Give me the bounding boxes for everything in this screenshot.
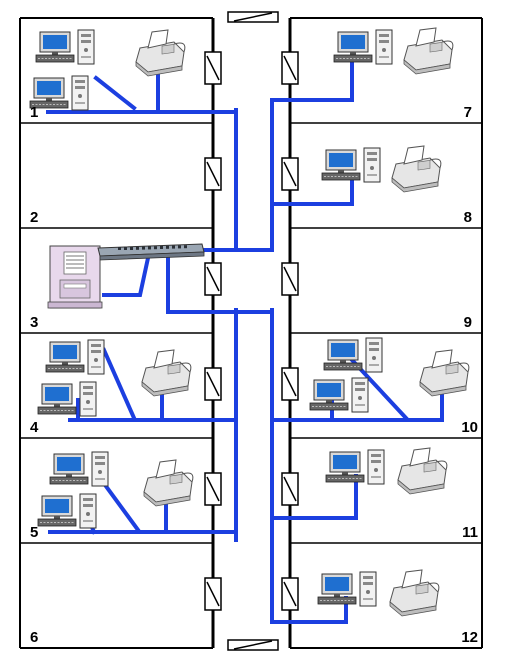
room-label-7: 7 — [464, 104, 472, 121]
doors — [204, 11, 299, 651]
desktop-computer-icon — [45, 339, 105, 375]
room-label-3: 3 — [30, 314, 38, 331]
printer-icon — [419, 349, 470, 397]
printer-icon — [143, 459, 194, 507]
room-12-cable — [270, 596, 348, 624]
door-icon — [227, 11, 279, 23]
desktop-computer-icon — [323, 337, 383, 373]
room-label-6: 6 — [30, 629, 38, 646]
desktop-computer-icon — [49, 451, 109, 487]
desktop-computer-icon — [29, 75, 89, 111]
room-label-2: 2 — [30, 209, 38, 226]
room-label-10: 10 — [461, 419, 478, 436]
room-label-12: 12 — [461, 629, 478, 646]
room-8-cable — [270, 174, 354, 206]
devices — [29, 27, 470, 617]
door-icon — [281, 157, 299, 191]
network-switch-icon — [97, 243, 205, 261]
room-4-drop-a — [101, 347, 137, 421]
room-5-drop-a — [97, 475, 141, 533]
room-11-cable — [270, 474, 358, 520]
desktop-computer-icon — [317, 571, 377, 607]
floor-divider-lines — [20, 122, 482, 544]
printer-icon — [391, 145, 442, 193]
door-icon — [204, 367, 222, 401]
door-icon — [204, 262, 222, 296]
room-label-4: 4 — [30, 419, 39, 436]
room-10-cable — [270, 386, 444, 422]
door-icon — [204, 472, 222, 506]
switch-downlink-cable — [166, 254, 274, 314]
building-structure — [19, 17, 483, 649]
printer-icon — [403, 27, 454, 75]
desktop-computer-icon — [321, 147, 381, 183]
door-icon — [227, 639, 279, 651]
printer-icon — [389, 569, 440, 617]
printer-icon — [397, 447, 448, 495]
printer-icon — [141, 349, 192, 397]
room-7-cable — [270, 52, 354, 102]
door-icon — [281, 577, 299, 611]
room-1-drop-a — [93, 75, 137, 111]
door-icon — [281, 472, 299, 506]
room-label-9: 9 — [464, 314, 472, 331]
room-label-5: 5 — [30, 524, 38, 541]
desktop-computer-icon — [35, 29, 95, 65]
door-icon — [204, 577, 222, 611]
server-link-cable — [102, 255, 151, 297]
door-icon — [281, 367, 299, 401]
door-icon — [281, 262, 299, 296]
room-label-11: 11 — [462, 524, 478, 541]
desktop-computer-icon — [309, 377, 369, 413]
desktop-computer-icon — [37, 381, 97, 417]
room-labels: 1 2 3 4 5 6 7 8 9 10 11 12 — [30, 104, 478, 646]
room-label-8: 8 — [464, 209, 472, 226]
desktop-computer-icon — [333, 29, 393, 65]
room-label-1: 1 — [30, 104, 38, 121]
server-icon — [47, 245, 103, 309]
door-icon — [204, 51, 222, 85]
desktop-computer-icon — [37, 493, 97, 529]
door-icon — [204, 157, 222, 191]
printer-icon — [135, 29, 186, 77]
network-cabling — [46, 52, 444, 624]
door-icon — [281, 51, 299, 85]
desktop-computer-icon — [325, 449, 385, 485]
